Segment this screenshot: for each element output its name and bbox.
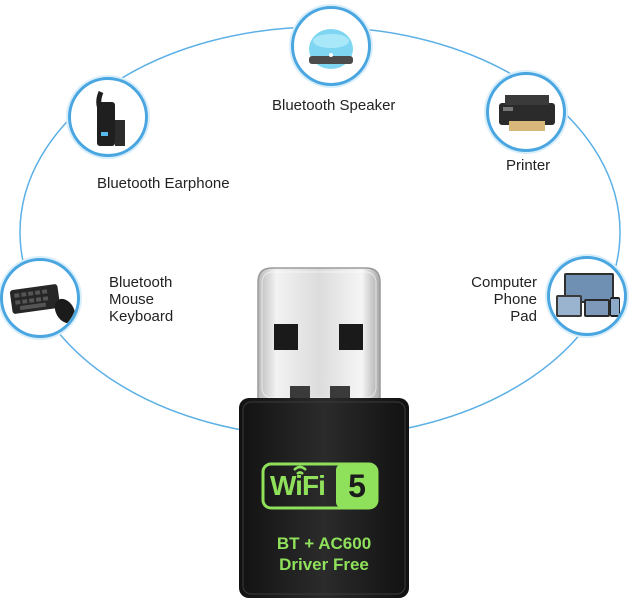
computer-phone-pad-label-line-2: Phone [493,291,537,308]
computer-phone-pad-icon [556,273,620,317]
bluetooth-speaker-label: Bluetooth Speaker [272,97,396,114]
printer-icon [499,95,555,131]
keyboard-mouse-bubble [0,258,80,338]
computer-phone-pad-label: Computer Phone Pad [455,274,537,325]
wifi-logo-text: WiFi [270,470,326,501]
usb-slot-right [339,324,363,350]
computer-phone-pad-label-line-1: Computer [471,274,537,291]
keyboard-mouse-icon [9,284,76,324]
bluetooth-speaker-icon [309,29,353,69]
bluetooth-speaker-bubble [291,6,371,86]
usb-connector [257,267,381,403]
adapter-spec-line: BT + AC600 [276,534,372,553]
keyboard-mouse-label-line-1: Bluetooth [109,274,173,291]
adapter-body [239,398,409,598]
adapter-driver-line: Driver Free [279,555,369,574]
keyboard-mouse-label-line-3: Keyboard [109,308,174,325]
keyboard-mouse-label-line-2: Mouse [109,291,155,308]
keyboard-mouse-label: Bluetooth Mouse Keyboard [109,274,173,325]
wifi-generation-number: 5 [348,468,366,504]
printer-bubble [486,72,566,152]
bluetooth-earphone-bubble [68,77,148,157]
wifi-signal-icon [293,465,307,471]
wifi-5-badge [261,462,379,510]
usb-slot-left [274,324,298,350]
printer-label: Printer [506,157,551,174]
computer-phone-pad-label-line-3: Pad [510,308,537,325]
bluetooth-earphone-icon [96,91,125,146]
computer-phone-pad-bubble [547,256,627,336]
bluetooth-earphone-label: Bluetooth Earphone [97,175,230,192]
